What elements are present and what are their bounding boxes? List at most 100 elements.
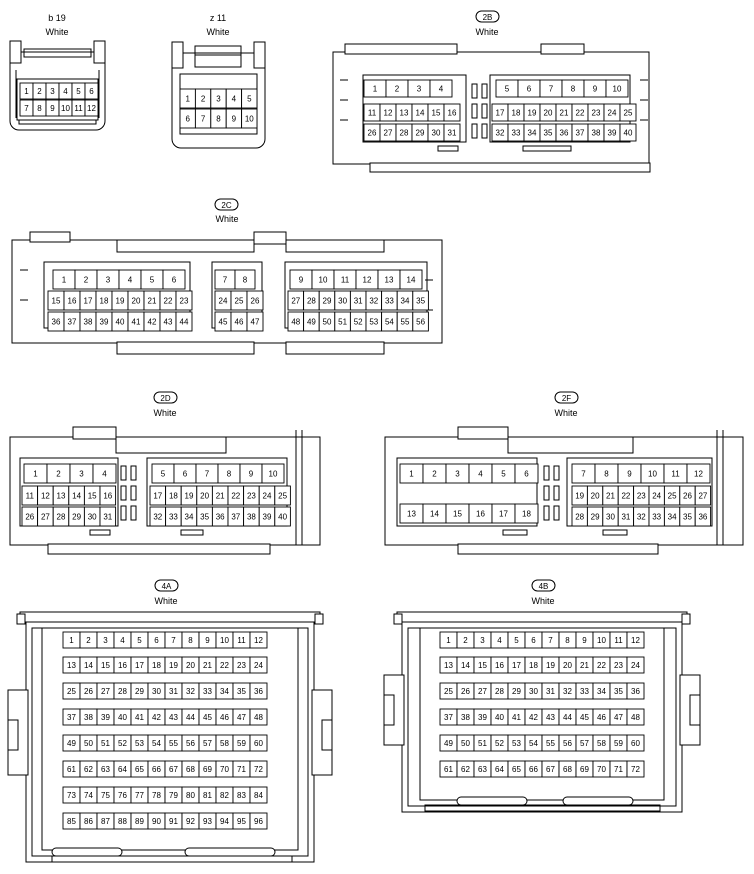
pin-number: 1 (69, 636, 74, 645)
pin-number: 65 (135, 765, 144, 774)
pin-number: 38 (461, 713, 470, 722)
pin-number: 11 (341, 275, 350, 284)
connector-4B-label: 4B (539, 582, 549, 591)
pin-number: 32 (369, 296, 378, 305)
pin-number: 23 (614, 661, 623, 670)
pin-number: 6 (524, 469, 529, 478)
pin-number: 2 (56, 469, 61, 478)
pin-number: 26 (683, 491, 692, 500)
pin-number: 56 (563, 739, 572, 748)
pin-number: 29 (512, 687, 521, 696)
pin-number: 36 (254, 687, 263, 696)
pin-cell (249, 734, 268, 752)
pin-number: 29 (591, 512, 600, 521)
pin-number: 7 (24, 104, 29, 113)
pin-number: 4 (497, 636, 502, 645)
pin-number: 12 (631, 636, 640, 645)
pin-number: 6 (183, 469, 188, 478)
pin-number: 44 (180, 317, 189, 326)
pin-number: 89 (135, 817, 144, 826)
pin-number: 29 (416, 128, 425, 137)
pin-number: 72 (631, 765, 640, 774)
pin-number: 47 (237, 713, 246, 722)
pin-cell (626, 656, 645, 674)
pin-number: 5 (137, 636, 142, 645)
pin-cell (99, 485, 117, 506)
pin-number: 18 (512, 108, 521, 117)
pin-number: 8 (188, 636, 193, 645)
pin-number: 1 (33, 469, 38, 478)
pin-number: 28 (495, 687, 504, 696)
pin-number: 8 (227, 469, 232, 478)
pin-number: 30 (529, 687, 538, 696)
pin-number: 9 (582, 636, 587, 645)
pin-number: 20 (200, 491, 209, 500)
pin-number: 5 (501, 469, 506, 478)
pin-number: 44 (186, 713, 195, 722)
pin-number: 5 (247, 94, 252, 103)
pin-number: 60 (631, 739, 640, 748)
pin-number: 57 (203, 739, 212, 748)
pin-number: 2 (201, 94, 206, 103)
pin-number: 50 (323, 317, 332, 326)
pin-number: 8 (216, 114, 221, 123)
pin-cell (412, 290, 429, 311)
pin-number: 10 (597, 636, 606, 645)
pin-number: 42 (152, 713, 161, 722)
pin-number: 87 (101, 817, 110, 826)
pin-number: 15 (101, 661, 110, 670)
pin-cell (429, 79, 453, 98)
pin-number: 26 (461, 687, 470, 696)
pin-number: 14 (430, 509, 439, 518)
pin-number: 26 (25, 512, 34, 521)
pin-number: 4 (120, 636, 125, 645)
pin-number: 9 (627, 469, 632, 478)
pin-number: 83 (237, 791, 246, 800)
pin-number: 13 (57, 491, 66, 500)
connector-2F-color: White (554, 408, 577, 418)
pin-number: 19 (169, 661, 178, 670)
pin-number: 27 (478, 687, 487, 696)
pin-cell (249, 786, 268, 804)
pin-cell (84, 99, 99, 117)
pin-number: 5 (150, 275, 155, 284)
pin-number: 14 (72, 491, 81, 500)
pin-number: 1 (446, 636, 451, 645)
pin-number: 34 (401, 296, 410, 305)
pin-number: 12 (87, 104, 96, 113)
pin-number: 3 (103, 636, 108, 645)
pin-number: 88 (118, 817, 127, 826)
pin-number: 61 (444, 765, 453, 774)
pin-number: 66 (152, 765, 161, 774)
pin-number: 24 (608, 108, 617, 117)
pin-number: 40 (116, 317, 125, 326)
pin-number: 7 (201, 114, 206, 123)
pin-cell (514, 503, 539, 524)
pin-number: 10 (220, 636, 229, 645)
connector-z11-label: z 11 (210, 13, 226, 23)
pin-number: 2 (432, 469, 437, 478)
pin-number: 11 (26, 491, 35, 500)
pin-number: 71 (237, 765, 246, 774)
pin-number: 22 (576, 108, 585, 117)
pin-number: 18 (100, 296, 109, 305)
pin-number: 26 (251, 296, 260, 305)
pin-number: 27 (384, 128, 393, 137)
pin-number: 27 (698, 491, 707, 500)
pin-number: 25 (235, 296, 244, 305)
connector-2F-badge (554, 391, 579, 404)
pin-number: 82 (220, 791, 229, 800)
pin-number: 5 (514, 636, 519, 645)
pin-number: 4 (63, 87, 68, 96)
pin-number: 49 (444, 739, 453, 748)
pin-number: 1 (409, 469, 414, 478)
pin-number: 7 (171, 636, 176, 645)
pin-cell (249, 631, 268, 649)
pin-number: 33 (652, 512, 661, 521)
pin-number: 26 (368, 128, 377, 137)
pin-number: 9 (249, 469, 254, 478)
pin-number: 53 (369, 317, 378, 326)
